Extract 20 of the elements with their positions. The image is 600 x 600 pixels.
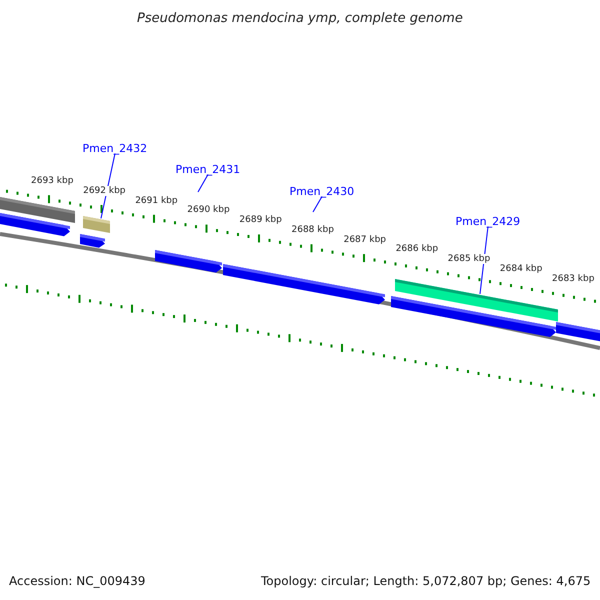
footer-text: Accession: NC_009439 xyxy=(9,574,146,588)
leader-line xyxy=(198,174,208,192)
gene-label: Pmen_2432 xyxy=(82,142,148,154)
leader-line xyxy=(312,196,322,212)
gene-label: Pmen_2431 xyxy=(176,162,240,176)
scale-label: 2693 kbp xyxy=(31,176,74,186)
scale-label: 2687 kbp xyxy=(344,234,386,245)
scale-label: 2683 kbp xyxy=(552,274,594,284)
footer-text: Topology: circular; Length: 5,072,807 bp; Genes: 4,675 xyxy=(261,574,591,588)
gene-bar xyxy=(83,216,110,234)
title: Pseudomonas mendocina ymp, complete genome xyxy=(137,10,463,26)
scale-label: 2686 kbp xyxy=(396,244,438,254)
scale-label: 2688 kbp xyxy=(292,224,334,235)
scale-label: 2691 kbp xyxy=(135,196,178,206)
gene-label: Pmen_2430 xyxy=(290,184,354,198)
scale-label: 2689 kbp xyxy=(239,215,282,226)
scale-label: 2690 kbp xyxy=(187,205,230,216)
scale-label: 2685 kbp xyxy=(448,254,490,264)
gene-label: Pmen_2429 xyxy=(456,214,520,228)
scale-label: 2692 kbp xyxy=(83,186,126,196)
